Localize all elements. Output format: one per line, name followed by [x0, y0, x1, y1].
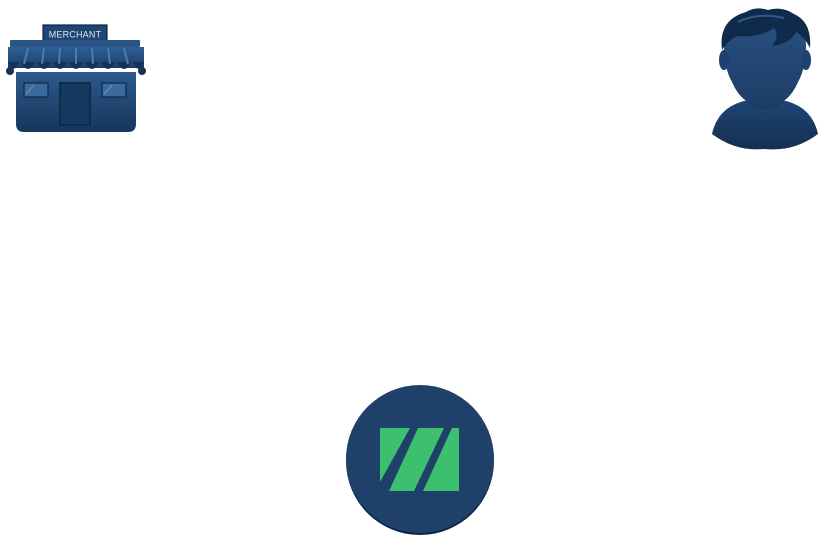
- customer-node: [708, 6, 822, 152]
- provider-node: [343, 383, 497, 537]
- customer-person-icon: [712, 8, 818, 150]
- merchant-node: MERCHANT: [4, 24, 148, 136]
- payment-provider-logo-icon: [346, 385, 494, 535]
- merchant-storefront-icon: MERCHANT: [6, 24, 146, 132]
- merchant-sign-label: MERCHANT: [49, 30, 102, 40]
